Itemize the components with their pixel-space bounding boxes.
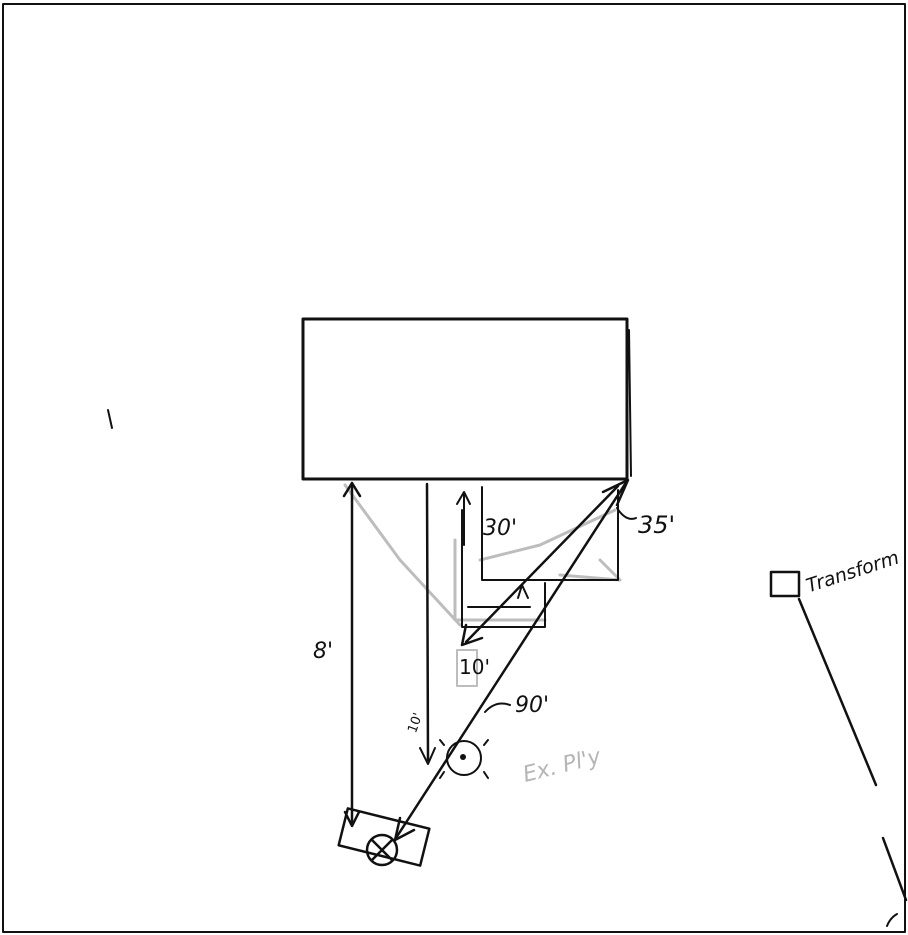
- transformer-label: Transform: [803, 547, 901, 598]
- proposed-pole-circle: [365, 833, 399, 867]
- dim-mid-arrowhead: [419, 747, 436, 765]
- diagonal-bottom-arrowhead: [393, 816, 416, 842]
- corner-mark: [886, 913, 898, 927]
- transformer-line-2: [881, 836, 908, 902]
- dim-small-label: 10': [405, 711, 426, 735]
- pad-outline: [481, 486, 619, 581]
- faint-sketch-lines: [343, 483, 622, 627]
- dim-left-top-arrowhead: [342, 481, 362, 498]
- proposed-pole-pad: [337, 807, 431, 867]
- existing-pole-ticks: [439, 739, 489, 779]
- dim-90-label: 90': [515, 693, 549, 718]
- proposed-pole-x: [370, 838, 394, 862]
- small-pad-box: [456, 649, 478, 687]
- dim-left-bottom-arrowhead: [343, 810, 361, 828]
- dim-10-label: 10': [459, 655, 490, 679]
- dim-30-label: 30': [483, 516, 517, 541]
- page-border: [2, 3, 906, 933]
- building-edge-mark: [628, 329, 632, 477]
- dim-mid-line: [425, 482, 430, 762]
- diagonal-mid-arrowhead: [460, 623, 484, 647]
- dim-30-arrowhead: [456, 491, 471, 505]
- dim-90-leader: [484, 702, 511, 713]
- dim-35-label: 35': [638, 511, 675, 539]
- diagonal-line-1: [394, 479, 629, 840]
- diagonal-line-2: [464, 484, 620, 644]
- diagonal-top-arrowhead: [601, 478, 630, 507]
- transformer-symbol: [769, 570, 801, 598]
- dim-left-label: 8': [313, 639, 333, 664]
- building-outline: [301, 317, 629, 481]
- pad-inner-outline: [461, 509, 546, 628]
- existing-pole-label: Ex. Pl'y: [520, 744, 604, 788]
- dim-35-leader: [616, 507, 637, 520]
- existing-pole-symbol: [446, 740, 482, 776]
- transformer-line-1: [797, 597, 878, 787]
- existing-pole-dot: [460, 754, 466, 760]
- stray-mark: [107, 409, 113, 429]
